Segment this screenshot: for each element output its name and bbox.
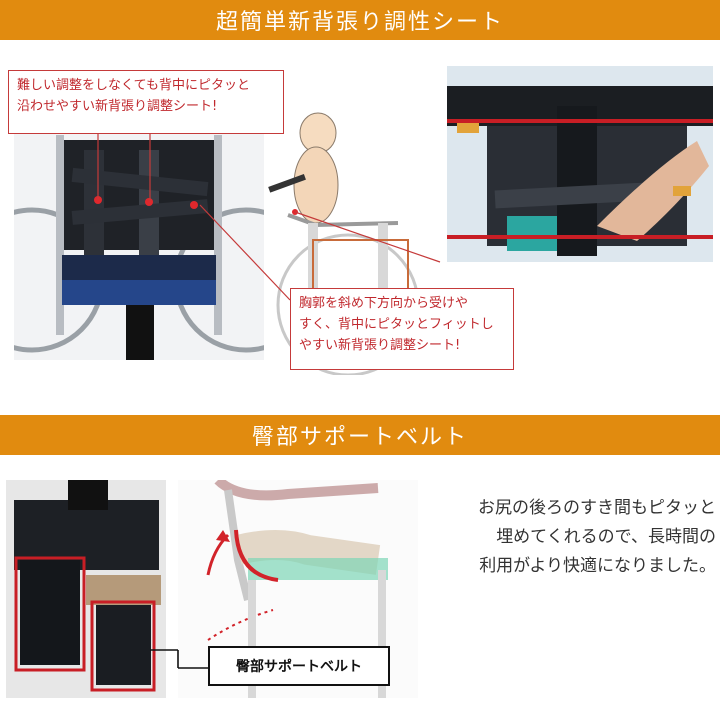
hip-description-line: 埋めてくれるので、長時間の	[496, 527, 716, 547]
hip-description: お尻の後ろのすき間もピタッと 埋めてくれるので、長時間の 利用がより快適になりま…	[420, 494, 716, 581]
hip-belt-label-text: 臀部サポートベルト	[236, 659, 362, 675]
hip-description-line: 利用がより快適になりました。	[479, 556, 716, 576]
hand-closeup-photo	[447, 66, 713, 262]
callout-line: やすい新背張り調整シート!	[299, 338, 461, 353]
callout-back-fit: 難しい調整をしなくても背中にピタッと 沿わせやすい新背張り調整シート!	[8, 70, 284, 134]
callout-line: 胸郭を斜め下方向から受けや	[299, 296, 469, 311]
section-banner-hip-belt: 臀部サポートベルト	[0, 415, 720, 455]
hip-belt-label: 臀部サポートベルト	[208, 646, 390, 686]
callout-line: 沿わせやすい新背張り調整シート!	[17, 99, 218, 114]
section-title: 超簡単新背張り調性シート	[215, 10, 504, 35]
hip-belt-photo	[6, 480, 166, 698]
section-title: 臀部サポートベルト	[251, 425, 468, 450]
callout-line: 難しい調整をしなくても背中にピタッと	[17, 78, 250, 93]
callout-chest-support: 胸郭を斜め下方向から受けや すく、背中にピタッとフィットし やすい新背張り調整シ…	[290, 288, 514, 370]
section-banner-back-seat: 超簡単新背張り調性シート	[0, 0, 720, 40]
hip-description-line: お尻の後ろのすき間もピタッと	[478, 498, 716, 518]
callout-line: すく、背中にピタッとフィットし	[299, 317, 494, 332]
